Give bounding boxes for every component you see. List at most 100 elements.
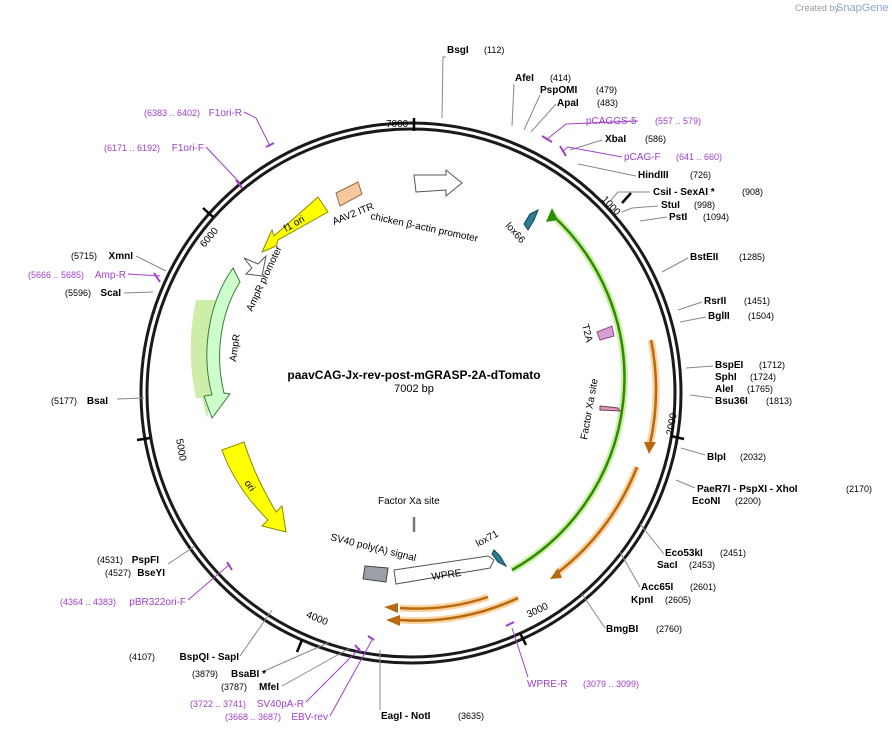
enzyme-eagi-noti[interactable]: EagI - NotI [381, 711, 431, 722]
enzyme-pspomi-pos: (479) [596, 85, 617, 95]
feature-lox71[interactable] [491, 549, 508, 568]
primer-pcagf[interactable]: pCAG-F [624, 152, 661, 163]
feature-insert-green[interactable] [511, 213, 626, 572]
enzyme-bseyi-pos: (4527) [105, 568, 131, 578]
enzyme-bspei[interactable]: BspEI [715, 360, 744, 371]
feature-ampr[interactable] [203, 267, 241, 420]
primer-arrow-ebvrev [367, 635, 375, 641]
primer-pbr322orif[interactable]: pBR322ori-F [129, 597, 186, 608]
primer-ampr[interactable]: Amp-R [95, 270, 126, 281]
enzyme-eco53ki[interactable]: Eco53kI [665, 548, 703, 559]
feature-orange1-arrowhead [644, 442, 656, 454]
enzyme-bseyi[interactable]: BseYI [137, 568, 165, 579]
enzyme-saci[interactable]: SacI [657, 560, 678, 571]
enzyme-mfei[interactable]: MfeI [259, 682, 279, 693]
primer-f1orir[interactable]: F1ori-R [209, 108, 242, 119]
enzyme-rsrii[interactable]: RsrII [704, 296, 726, 307]
enzyme-bsteii[interactable]: BstEII [690, 252, 719, 263]
enzyme-bspei-pos: (1712) [759, 360, 785, 370]
primer-sv40par[interactable]: SV40pA-R [257, 699, 304, 710]
tick-3000 [518, 632, 528, 646]
enzyme-bsu36i[interactable]: Bsu36I [715, 396, 748, 407]
primer-wprer[interactable]: WPRE-R [527, 679, 568, 690]
enzyme-bsai[interactable]: BsaI [87, 396, 108, 407]
feature-label-lox66: lox66 [503, 221, 527, 246]
enzyme-xbai[interactable]: XbaI [605, 134, 626, 145]
enzyme-acc65i-pos: (2601) [690, 582, 716, 592]
enzyme-kpni[interactable]: KpnI [631, 595, 653, 606]
credit-prefix: Created by [795, 3, 840, 13]
primer-sv40par-range: (3722 .. 3741) [190, 699, 246, 709]
enzyme-scai-pos: (5596) [65, 288, 91, 298]
enzyme-scai[interactable]: ScaI [100, 288, 121, 299]
leader-blpi [680, 447, 706, 456]
enzyme-afei[interactable]: AfeI [515, 73, 534, 84]
primer-f1orif[interactable]: F1ori-F [172, 143, 204, 154]
feature-orange3[interactable] [399, 596, 519, 622]
primer-pcaggs5[interactable]: pCAGGS-5 [586, 116, 637, 127]
enzyme-apai-pos: (483) [597, 98, 618, 108]
feature-orange4-arrowhead [384, 603, 398, 613]
feature-factor-xa-pink[interactable] [599, 405, 621, 412]
feature-orange2-arrowhead [550, 568, 562, 579]
primer-f1orif-range: (6171 .. 6192) [104, 143, 160, 153]
primer-arrow-f1orir [265, 142, 275, 148]
enzyme-xmni[interactable]: XmnI [109, 251, 134, 262]
enzyme-bsgi-pos: (112) [484, 45, 504, 55]
enzyme-afei-pos: (414) [550, 73, 571, 83]
enzyme-csii-sexai-pos: (908) [742, 187, 763, 197]
enzyme-alei[interactable]: AleI [715, 384, 734, 395]
enzyme-bspqi-sapi[interactable]: BspQI - SapI [180, 652, 240, 663]
tick-label-1000: 1000 [599, 194, 623, 218]
primer-leader-ebvrev [329, 639, 373, 717]
primer-arrow-ampr [153, 272, 161, 283]
primer-leader-pcaggs5 [545, 120, 639, 141]
enzyme-acc65i[interactable]: Acc65I [641, 582, 673, 593]
feature-lox66[interactable] [523, 208, 539, 231]
tick-label-7000: 7000 [386, 119, 409, 130]
enzyme-sphi[interactable]: SphI [715, 372, 737, 383]
enzyme-xmni-pos: (5715) [71, 251, 97, 261]
feature-ampr-promoter[interactable] [243, 254, 267, 277]
feature-orange3-arrowhead [386, 615, 400, 626]
enzyme-bsgi[interactable]: BsgI [447, 45, 469, 56]
feature-label-aav2-itr: AAV2 ITR [331, 201, 376, 228]
leader-acc65i [619, 551, 641, 588]
enzyme-pspomi[interactable]: PspOMI [540, 85, 577, 96]
feature-orange4[interactable] [399, 595, 489, 610]
enzyme-bglii[interactable]: BglII [708, 311, 730, 322]
enzyme-apai[interactable]: ApaI [557, 98, 579, 109]
enzyme-csii-sexai[interactable]: CsiI - SexAI * [653, 187, 715, 198]
feature-label-wpre: WPRE [431, 568, 463, 583]
enzyme-bglii-pos: (1504) [748, 311, 774, 321]
tick-6000 [202, 207, 214, 218]
feature-aav2-itr[interactable] [335, 181, 363, 207]
feature-label-cba-promoter: chicken β-actin promoter [369, 211, 479, 245]
feature-t2a[interactable] [596, 325, 615, 341]
feature-cba-promoter[interactable] [413, 168, 463, 198]
enzyme-stui[interactable]: StuI [661, 200, 680, 211]
feature-f1-ori[interactable] [261, 196, 329, 253]
enzyme-hindiii[interactable]: HindIII [638, 170, 669, 181]
enzyme-xbai-pos: (586) [645, 134, 666, 144]
enzyme-blpi[interactable]: BlpI [707, 452, 726, 463]
primer-ebvrev[interactable]: EBV-rev [291, 712, 328, 723]
feature-wpre[interactable] [393, 555, 495, 585]
feature-orange2[interactable] [555, 466, 639, 575]
primer-pcagf-range: (641 .. 660) [676, 152, 722, 162]
feature-orange1[interactable] [648, 339, 658, 445]
feature-label-ampr: AmpR [228, 333, 243, 362]
plasmid-length: 7002 bp [394, 383, 434, 395]
enzyme-psti[interactable]: PstI [669, 212, 688, 223]
feature-ori[interactable] [221, 441, 287, 533]
enzyme-pspfi[interactable]: PspFI [132, 555, 159, 566]
feature-label-ampr-promoter: AmpR promoter [245, 244, 285, 313]
leader-xhoi [675, 479, 696, 489]
enzyme-bsabi[interactable]: BsaBI * [231, 669, 266, 680]
enzyme-paer7i-pspxi-xhoi[interactable]: PaeR7I - PspXI - XhoI [697, 484, 798, 495]
feature-sv40-polya[interactable] [362, 565, 389, 583]
enzyme-econi[interactable]: EcoNI [692, 496, 721, 507]
leader-pspfi [167, 545, 196, 565]
primer-leader-wprer [511, 627, 529, 678]
enzyme-bmgbi[interactable]: BmgBI [606, 624, 638, 635]
